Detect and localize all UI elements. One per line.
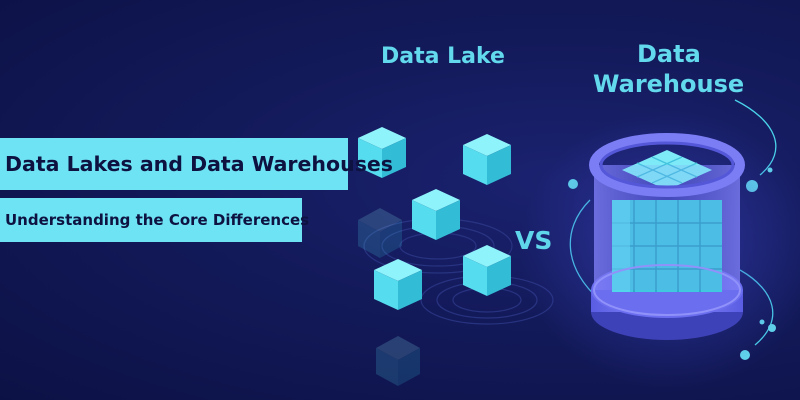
- cube-icon: [412, 189, 460, 240]
- banner-subtitle: Understanding the Core Differences: [0, 198, 309, 242]
- banner-title-text: Data Lakes and Data Warehouses: [5, 152, 394, 176]
- database-cylinder-icon: [589, 133, 745, 340]
- versus-label: VS: [515, 226, 553, 255]
- banner-title: Data Lakes and Data Warehouses: [0, 138, 393, 190]
- cube-icon: [374, 259, 422, 310]
- data-lake-label: Data Lake: [381, 44, 505, 69]
- banner-subtitle-text: Understanding the Core Differences: [5, 211, 310, 229]
- cube-icon: [463, 134, 511, 185]
- cube-icon: [463, 245, 511, 296]
- data-warehouse-label-line2: Warehouse: [593, 70, 745, 98]
- data-warehouse-label-line1: Data: [637, 40, 701, 68]
- reflection-cubes: [358, 208, 420, 386]
- cube-icon: [358, 127, 406, 178]
